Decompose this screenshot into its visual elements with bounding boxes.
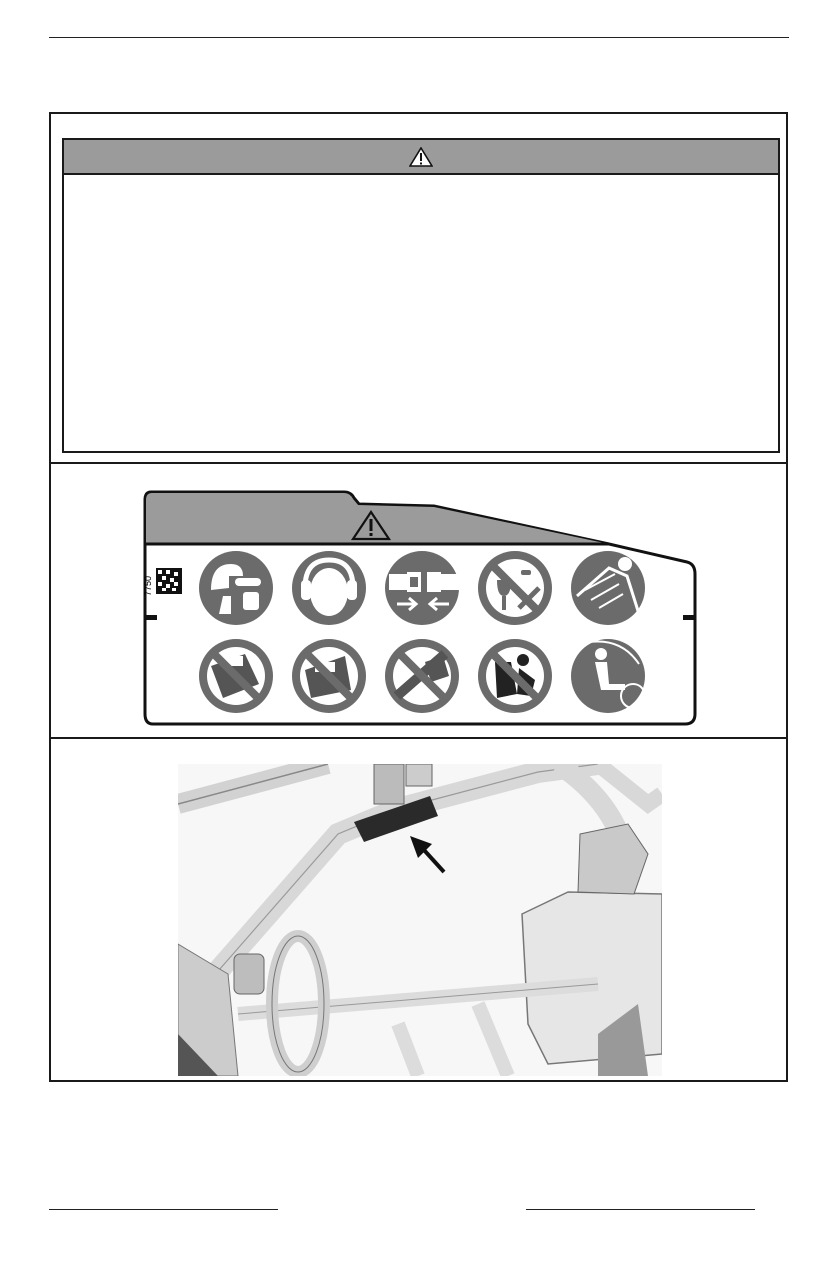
seat-belt-icon <box>385 551 459 625</box>
warning-box <box>62 138 780 453</box>
helmet-eye-protection-icon <box>199 551 273 625</box>
warning-body <box>64 175 778 451</box>
driver-position-icon <box>571 639 646 713</box>
header-rule <box>49 37 789 38</box>
vehicle-illustration-svg <box>178 764 662 1076</box>
footer-left-rule <box>49 1209 278 1210</box>
section-divider <box>51 737 786 739</box>
no-hand-grab-rollcage-icon <box>385 639 459 713</box>
warning-triangle-icon <box>350 510 392 541</box>
safety-label-frame: 7750 <box>49 112 788 1082</box>
no-legs-outside-icon <box>292 639 366 713</box>
section-divider <box>51 462 786 464</box>
safety-label-svg: 7750 <box>143 490 697 726</box>
safety-label-illustration: 7750 <box>139 484 699 729</box>
datamatrix-code <box>156 568 182 594</box>
warning-triangle-icon <box>409 146 433 167</box>
side-nets-icon <box>571 551 645 625</box>
warning-header <box>64 140 778 175</box>
no-child-passenger-icon <box>478 639 552 713</box>
pointer-arrow-icon <box>410 836 446 874</box>
footer-right-rule <box>526 1209 755 1210</box>
roll-cage-label <box>354 796 438 842</box>
label-code: 7750 <box>143 576 153 596</box>
ear-protection-icon <box>292 551 366 625</box>
no-arms-outside-icon <box>199 639 273 713</box>
no-alcohol-drugs-icon <box>478 551 552 625</box>
vehicle-label-location-photo <box>178 764 662 1076</box>
